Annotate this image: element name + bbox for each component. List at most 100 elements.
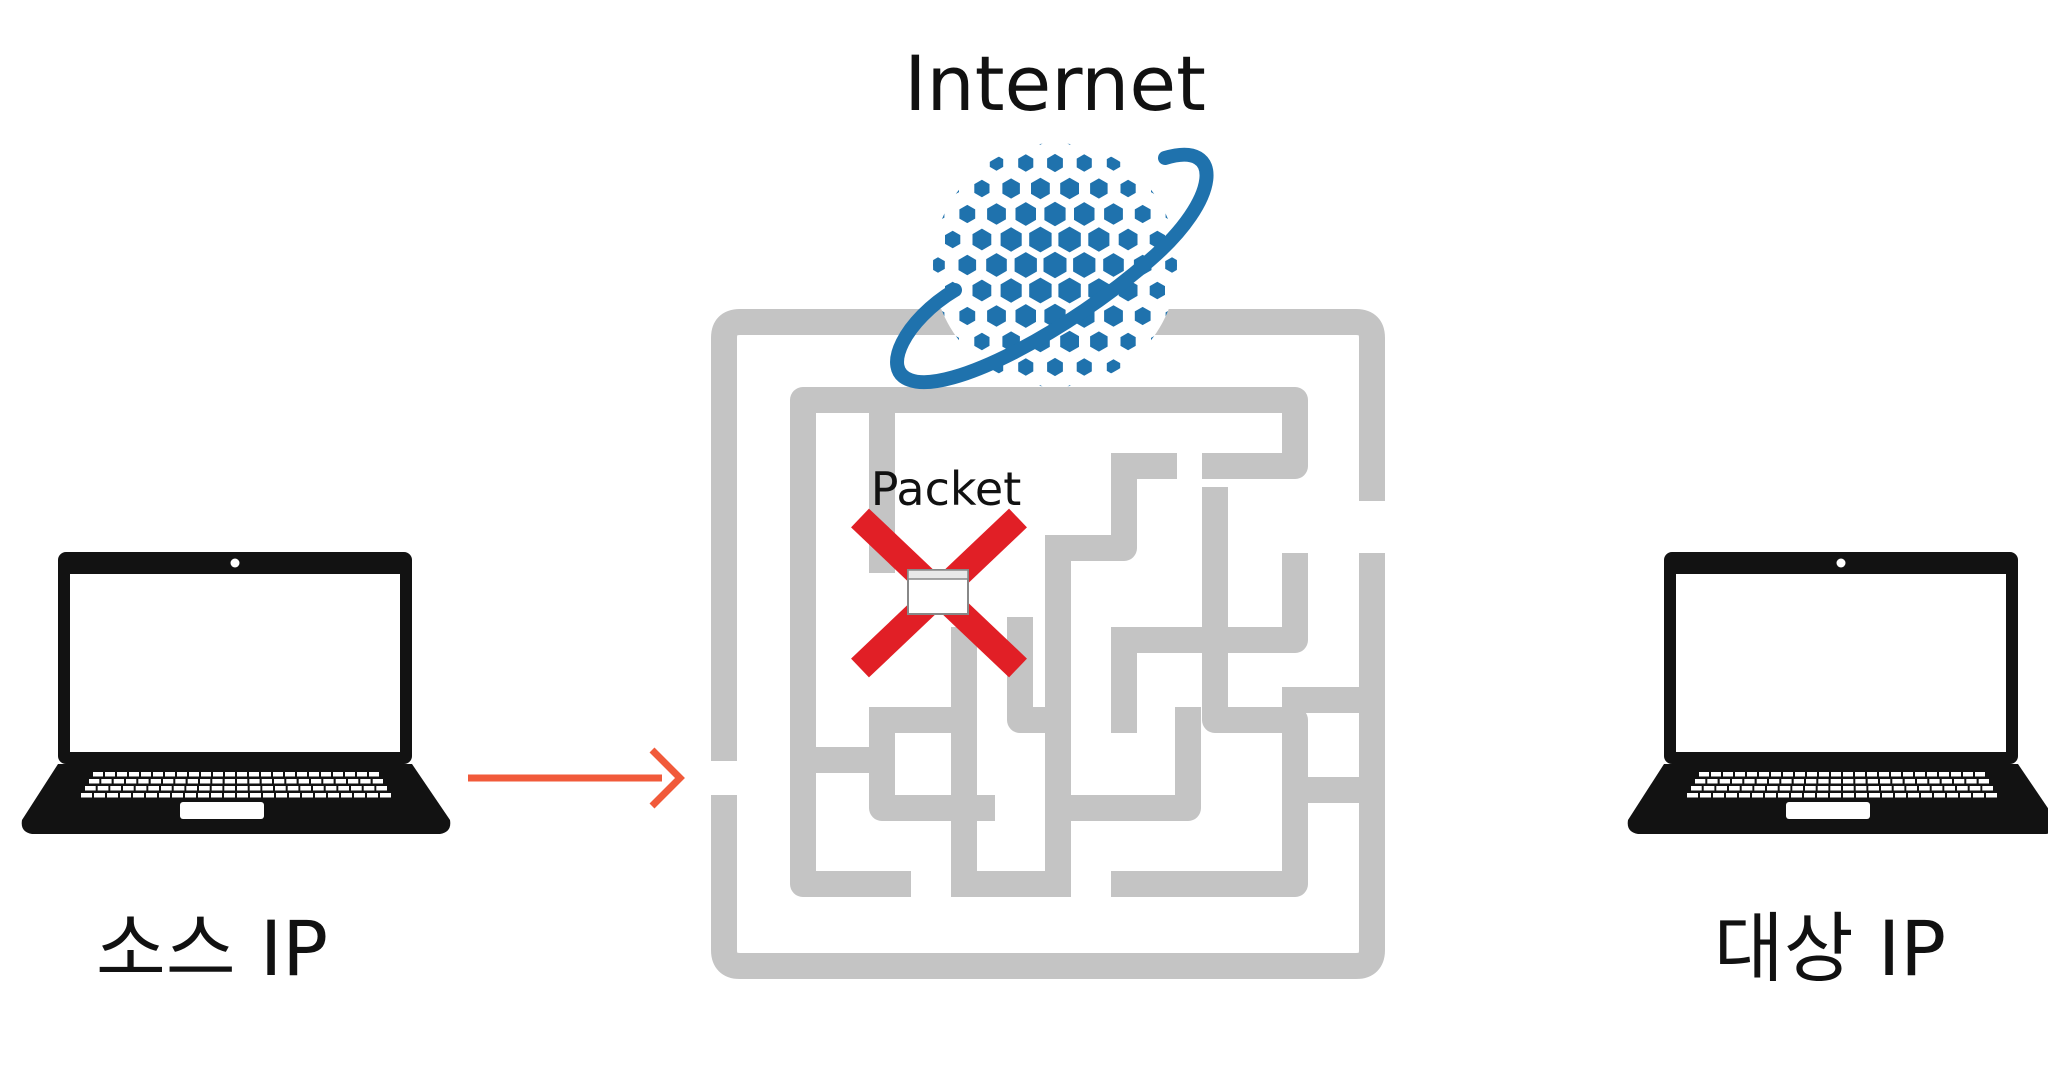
laptop-key bbox=[1881, 786, 1892, 791]
laptop-key bbox=[1703, 786, 1715, 791]
laptop-key bbox=[150, 779, 161, 784]
source-laptop-icon bbox=[21, 552, 451, 834]
globe-hexagon bbox=[1044, 201, 1066, 227]
laptop-key bbox=[321, 772, 331, 777]
laptop-key bbox=[1783, 772, 1793, 777]
laptop-key bbox=[363, 786, 375, 791]
globe-hexagon bbox=[1118, 228, 1138, 251]
packet-label: Packet bbox=[871, 462, 1022, 516]
laptop-key bbox=[89, 779, 100, 784]
laptop-key bbox=[224, 779, 235, 784]
laptop-key bbox=[1944, 786, 1955, 791]
laptop-key bbox=[1856, 793, 1867, 798]
globe-hexagon bbox=[1029, 277, 1052, 304]
laptop-key bbox=[250, 793, 261, 798]
laptop-key bbox=[211, 786, 223, 791]
laptop-key bbox=[1906, 786, 1917, 791]
laptop-key bbox=[1931, 786, 1943, 791]
globe-hexagon bbox=[1047, 153, 1063, 173]
laptop-key bbox=[163, 779, 174, 784]
laptop-key bbox=[1929, 779, 1940, 784]
laptop-key bbox=[123, 786, 134, 791]
laptop-key bbox=[1687, 793, 1698, 798]
laptop-key bbox=[328, 793, 339, 798]
laptop-key bbox=[1735, 772, 1745, 777]
laptop-key bbox=[1716, 786, 1727, 791]
laptop-key bbox=[187, 779, 198, 784]
laptop-key bbox=[1869, 793, 1880, 798]
laptop-key bbox=[1765, 793, 1776, 798]
laptop-key bbox=[1947, 793, 1958, 798]
laptop-key bbox=[1695, 779, 1706, 784]
laptop-key bbox=[276, 793, 287, 798]
laptop-key bbox=[1793, 779, 1804, 784]
maze bbox=[711, 309, 1385, 979]
laptop-key bbox=[129, 772, 139, 777]
laptop-key bbox=[372, 779, 383, 784]
globe-hexagon bbox=[917, 232, 930, 247]
laptop-key bbox=[135, 786, 147, 791]
laptop-key bbox=[165, 772, 175, 777]
globe-hexagon bbox=[1047, 357, 1063, 377]
globe-hexagon bbox=[1063, 143, 1076, 145]
laptop-key bbox=[1879, 772, 1889, 777]
laptop-key bbox=[1792, 786, 1803, 791]
laptop-key bbox=[287, 786, 299, 791]
globe-hexagon bbox=[1120, 332, 1136, 351]
laptop-key bbox=[107, 793, 118, 798]
laptop-key bbox=[1954, 779, 1965, 784]
laptop-key bbox=[185, 793, 196, 798]
globe-hexagon bbox=[945, 230, 961, 249]
globe-hexagon bbox=[987, 305, 1006, 327]
laptop-key bbox=[1921, 793, 1932, 798]
globe-hexagon bbox=[1090, 178, 1108, 199]
laptop-key bbox=[1843, 772, 1853, 777]
maze-segment bbox=[1111, 627, 1308, 821]
laptop-key bbox=[261, 772, 271, 777]
globe-hexagon bbox=[1104, 305, 1123, 327]
laptop-key bbox=[1882, 793, 1893, 798]
globe-hexagon bbox=[1076, 154, 1092, 172]
laptop-key bbox=[1769, 779, 1780, 784]
globe-hexagon bbox=[987, 203, 1006, 225]
laptop-key bbox=[1978, 779, 1989, 784]
laptop-key bbox=[1855, 786, 1867, 791]
destination-ip-label: 대상 IP bbox=[1714, 904, 1946, 993]
laptop-key bbox=[1830, 786, 1841, 791]
laptop-key bbox=[133, 793, 144, 798]
globe-hexagon bbox=[1134, 204, 1151, 224]
laptop-key bbox=[1951, 772, 1961, 777]
laptop-key bbox=[1817, 786, 1829, 791]
globe-hexagon bbox=[959, 306, 976, 326]
laptop-key bbox=[117, 772, 127, 777]
globe-hexagon bbox=[1004, 143, 1018, 145]
laptop-key bbox=[311, 779, 322, 784]
laptop-key bbox=[213, 772, 223, 777]
laptop-key bbox=[323, 779, 334, 784]
globe-hexagon bbox=[1060, 177, 1079, 200]
laptop-key bbox=[113, 779, 124, 784]
globe-icon bbox=[890, 143, 1214, 390]
laptop-key bbox=[313, 786, 324, 791]
laptop-key bbox=[81, 793, 92, 798]
laptop-key bbox=[1806, 779, 1817, 784]
maze-inner-wall-right bbox=[1202, 400, 1308, 479]
laptop-key bbox=[262, 786, 273, 791]
laptop-key bbox=[126, 779, 137, 784]
laptop-key bbox=[148, 786, 159, 791]
laptop-key bbox=[338, 786, 349, 791]
laptop-key bbox=[1927, 772, 1937, 777]
laptop-key bbox=[1919, 786, 1930, 791]
laptop-key bbox=[1830, 793, 1841, 798]
laptop-key bbox=[1739, 793, 1750, 798]
laptop-key bbox=[263, 793, 274, 798]
laptop-keyboard bbox=[81, 772, 391, 798]
maze-inner-wall-bottom bbox=[951, 795, 1308, 897]
laptop-key bbox=[298, 779, 309, 784]
maze-segment bbox=[1007, 617, 1201, 821]
laptop-key bbox=[345, 772, 355, 777]
laptop-key bbox=[376, 786, 387, 791]
laptop-key bbox=[172, 793, 183, 798]
laptop-key bbox=[1969, 786, 1981, 791]
laptop-key bbox=[1895, 793, 1906, 798]
